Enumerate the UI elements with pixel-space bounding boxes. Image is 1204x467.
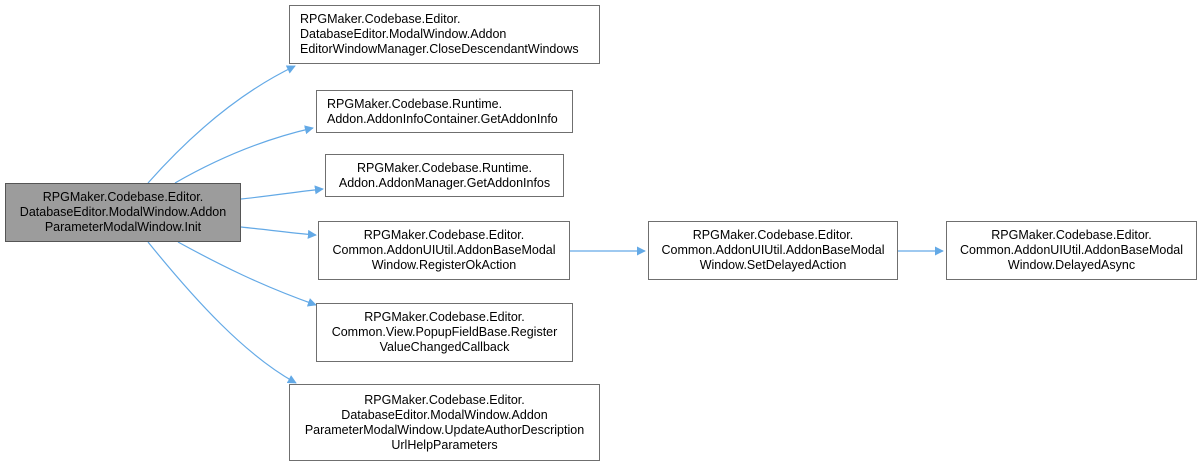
node-text-line: RPGMaker.Codebase.Editor. (991, 228, 1152, 242)
node-text-line: Common.View.PopupFieldBase.Register (331, 325, 558, 339)
node-register-ok-action[interactable]: RPGMaker.Codebase.Editor. Common.AddonUI… (318, 221, 570, 280)
node-text-line: RPGMaker.Codebase.Editor. (363, 228, 525, 242)
node-text-line: Window.SetDelayedAction (699, 258, 847, 272)
node-text-line: ParameterModalWindow.UpdateAuthorDescrip… (304, 422, 585, 437)
edge-root-regok (240, 226, 317, 239)
node-text-line: RPGMaker.Codebase.Editor. (364, 310, 525, 324)
node-text-line: Addon.AddonInfoContainer.GetAddonInfo (327, 111, 558, 126)
edge-root-getinfo (174, 125, 314, 184)
node-get-addon-infos[interactable]: RPGMaker.Codebase.Runtime. Addon.AddonMa… (325, 154, 564, 197)
node-text-line: ValueChangedCallback (379, 340, 510, 354)
edge-root-popup (177, 241, 317, 307)
node-text-line: Window.DelayedAsync (1007, 258, 1136, 272)
node-set-delayed-action[interactable]: RPGMaker.Codebase.Editor. Common.AddonUI… (648, 221, 898, 280)
node-get-addon-info[interactable]: RPGMaker.Codebase.Runtime. Addon.AddonIn… (316, 90, 573, 133)
node-text-line: DatabaseEditor.ModalWindow.Addon (19, 205, 227, 219)
node-text-line: Common.AddonUIUtil.AddonBaseModal (661, 243, 885, 257)
node-text-line: Common.AddonUIUtil.AddonBaseModal (332, 243, 556, 257)
node-text-line: DatabaseEditor.ModalWindow.Addon (300, 27, 507, 41)
node-text-line: RPGMaker.Codebase.Editor. (300, 12, 461, 26)
node-text-line: Addon.AddonManager.GetAddonInfos (338, 175, 551, 190)
node-delayed-async[interactable]: RPGMaker.Codebase.Editor. Common.AddonUI… (946, 221, 1197, 280)
node-register-value-changed-callback[interactable]: RPGMaker.Codebase.Editor. Common.View.Po… (316, 303, 573, 362)
node-update-author-description-url-help-parameters[interactable]: RPGMaker.Codebase.Editor. DatabaseEditor… (289, 384, 600, 461)
node-text-line: RPGMaker.Codebase.Runtime. (327, 96, 503, 111)
node-text-line: RPGMaker.Codebase.Editor. (364, 392, 525, 407)
node-text-line: Window.RegisterOkAction (371, 258, 517, 272)
node-text-line: DatabaseEditor.ModalWindow.Addon (341, 407, 548, 422)
node-close-descendant-windows[interactable]: RPGMaker.Codebase.Editor. DatabaseEditor… (289, 5, 600, 64)
node-text-line: EditorWindowManager.CloseDescendantWindo… (300, 42, 579, 56)
node-text-line: RPGMaker.Codebase.Editor. (42, 190, 204, 204)
node-text-line: ParameterModalWindow.Init (44, 220, 202, 234)
node-parameter-modal-window-init[interactable]: RPGMaker.Codebase.Editor. DatabaseEditor… (5, 183, 241, 242)
edge-root-update (147, 241, 297, 384)
node-text-line: UrlHelpParameters (391, 437, 498, 452)
edge-root-close (147, 65, 296, 184)
node-text-line: RPGMaker.Codebase.Editor. (692, 228, 854, 242)
edge-root-getinfos (240, 185, 324, 200)
node-text-line: RPGMaker.Codebase.Runtime. (356, 160, 533, 175)
node-text-line: Common.AddonUIUtil.AddonBaseModal (959, 243, 1184, 257)
